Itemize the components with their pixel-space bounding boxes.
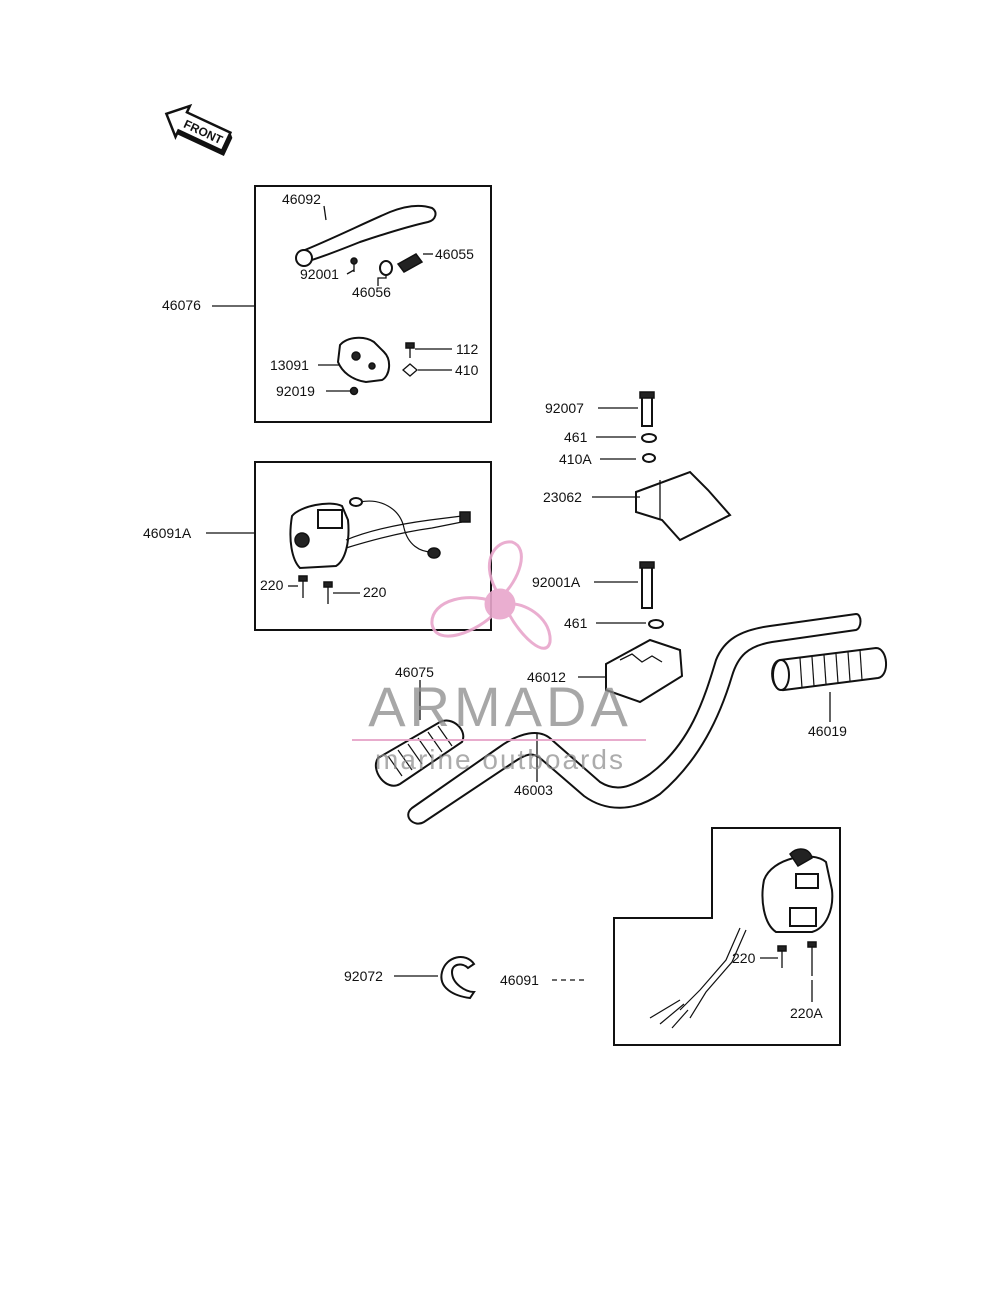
label-410A: 410A — [559, 451, 592, 467]
propeller-logo — [430, 540, 552, 650]
label-410: 410 — [455, 362, 479, 378]
label-46019: 46019 — [808, 723, 847, 739]
label-461-top: 461 — [564, 429, 588, 445]
clamp-92072 — [440, 956, 476, 1000]
label-46055: 46055 — [435, 246, 474, 262]
lever-46092 — [298, 204, 437, 264]
grip-46019 — [771, 646, 887, 691]
front-arrow: FRONT — [164, 103, 233, 157]
label-92001A: 92001A — [532, 574, 581, 590]
lever-assembly-box — [254, 185, 492, 423]
left-switch-box — [254, 461, 492, 631]
right-switch-box — [613, 827, 841, 1046]
label-220A: 220A — [790, 1005, 823, 1021]
label-220-left: 220 — [260, 577, 284, 593]
label-13091: 13091 — [270, 357, 309, 373]
grip-46075 — [375, 719, 465, 787]
label-46092: 46092 — [282, 191, 321, 207]
label-220-switch: 220 — [732, 950, 756, 966]
label-23062: 23062 — [543, 489, 582, 505]
armada-watermark: ARMADA marine outboards — [352, 540, 646, 775]
label-92007: 92007 — [545, 400, 584, 416]
handlebar-46003 — [407, 612, 862, 825]
label-92001: 92001 — [300, 266, 339, 282]
label-92019: 92019 — [276, 383, 315, 399]
bracket-23062 — [635, 470, 732, 542]
label-461-bottom: 461 — [564, 615, 588, 631]
label-46056: 46056 — [352, 284, 391, 300]
label-46012: 46012 — [527, 669, 566, 685]
label-46003: 46003 — [514, 782, 553, 798]
label-220-right: 220 — [363, 584, 387, 600]
label-112: 112 — [456, 341, 479, 357]
label-92072: 92072 — [344, 968, 383, 984]
watermark-tagline: marine outboards — [375, 744, 625, 775]
label-46091A: 46091A — [143, 525, 192, 541]
clamp-46012 — [605, 638, 684, 704]
watermark-brand: ARMADA — [368, 675, 632, 738]
label-46075: 46075 — [395, 664, 434, 680]
perch-13091 — [336, 336, 390, 384]
label-46076: 46076 — [162, 297, 201, 313]
label-46091: 46091 — [500, 972, 539, 988]
